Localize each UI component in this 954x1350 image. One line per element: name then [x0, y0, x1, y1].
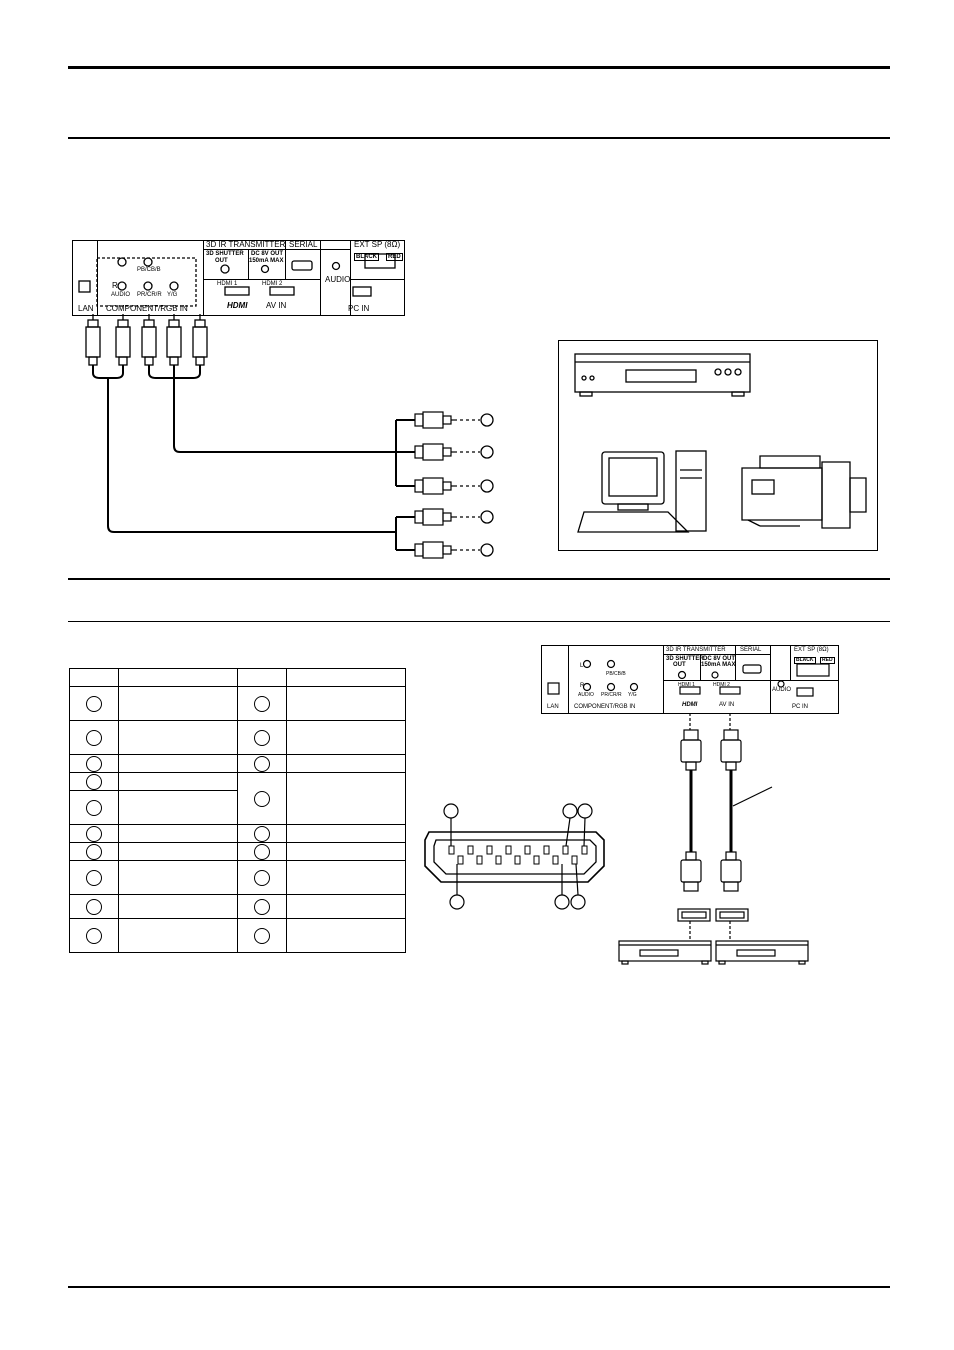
- r-label-2: R: [580, 683, 585, 689]
- serial-label-2: SERIAL: [740, 647, 762, 653]
- y-label-2: Y/G: [628, 692, 637, 698]
- pin-number-circle: [254, 825, 270, 842]
- section-rule-3: [68, 621, 890, 622]
- pin-number-circle: [86, 773, 102, 790]
- pin-number-circle: [254, 898, 270, 915]
- source-devices-box: [558, 340, 878, 551]
- pin-number-circle: [86, 843, 102, 860]
- table-row: [69, 754, 406, 773]
- pr-label: PR/CR/R: [137, 292, 162, 298]
- serial-label: SERIAL: [289, 240, 318, 249]
- hdmi2-label: HDMI 2: [262, 281, 283, 287]
- pin-number-circle: [86, 825, 102, 842]
- table-row: [69, 686, 406, 721]
- dc-out-label: DC 8V OUT: [251, 251, 284, 257]
- ext-sp-label: EXT SP (8Ω): [354, 240, 401, 249]
- audio-small-label: AUDIO: [111, 292, 131, 298]
- component-label: COMPONENT/RGB IN: [106, 304, 188, 313]
- table-row: [69, 842, 406, 861]
- l-label-2: L: [580, 663, 584, 669]
- pin-number-circle: [86, 755, 102, 772]
- ir-transmitter-label: 3D IR TRANSMITTER: [206, 240, 286, 249]
- pin-number-circle: [86, 729, 102, 746]
- y-label: Y/G: [167, 292, 178, 298]
- hdmi-logo: HDMI: [227, 301, 248, 310]
- table-row: [69, 720, 406, 755]
- pin-number-circle: [254, 695, 270, 712]
- audio-small-label-2: AUDIO: [578, 692, 594, 698]
- pin-assignment-table: [69, 668, 406, 953]
- dc-out-label-b2: 150mA MAX: [701, 662, 736, 668]
- pin-number-circle: [86, 799, 102, 816]
- ext-sp-label-2: EXT SP (8Ω): [794, 647, 829, 653]
- audio-label: AUDIO: [325, 275, 351, 284]
- pin-number-circle: [86, 869, 102, 886]
- hdmi2-label-2: HDMI 2: [713, 682, 730, 688]
- pin-number-circle: [254, 869, 270, 886]
- pin-number-circle: [254, 790, 270, 807]
- component-label-2: COMPONENT/RGB IN: [574, 704, 636, 710]
- pin-number-circle: [254, 755, 270, 772]
- ir-transmitter-label-2: 3D IR TRANSMITTER: [666, 647, 726, 653]
- pb-label-2: PB/CB/B: [606, 671, 626, 677]
- pr-label-2: PR/CR/R: [601, 692, 622, 698]
- pin-number-circle: [86, 695, 102, 712]
- pin-number-circle: [254, 843, 270, 860]
- shutter-out-label: 3D SHUTTER: [206, 251, 244, 257]
- table-row: [69, 824, 406, 843]
- bottom-rule: [68, 1286, 890, 1288]
- pc-in-label-2: PC IN: [792, 704, 809, 710]
- top-rule: [68, 66, 890, 69]
- red-label-2: RED: [820, 657, 835, 664]
- table-row: [69, 918, 406, 953]
- hdmi1-label: HDMI 1: [217, 281, 238, 287]
- dc-out-label-b: DC 8V OUT: [703, 656, 736, 662]
- table-row: [69, 790, 406, 825]
- pin-number-circle: [254, 927, 270, 944]
- shutter-out-label-2: OUT: [215, 258, 228, 264]
- audio-label-2: AUDIO: [772, 687, 792, 693]
- terminal-panel-bottom: 3D IR TRANSMITTER SERIAL EXT SP (8Ω) 3D …: [541, 645, 839, 714]
- terminal-panel-top: 3D IR TRANSMITTER SERIAL EXT SP (8Ω) 3D …: [72, 240, 405, 316]
- r-label: R: [112, 281, 118, 290]
- shutter-out-label-b2: OUT: [673, 662, 686, 668]
- section-rule-1: [68, 137, 890, 139]
- black-label-2: BLACK: [794, 657, 816, 664]
- dc-out-label-2: 150mA MAX: [249, 258, 284, 264]
- hdmi1-label-2: HDMI 1: [678, 682, 695, 688]
- hdmi-logo-2: HDMI: [682, 702, 698, 708]
- table-row: [69, 894, 406, 919]
- pin-number-circle: [86, 927, 102, 944]
- av-in-label-2: AV IN: [719, 702, 735, 708]
- av-in-label: AV IN: [266, 301, 287, 310]
- table-row: [69, 772, 406, 825]
- red-label: RED: [386, 253, 403, 261]
- pb-label: PB/CB/B: [137, 267, 161, 273]
- black-label: BLACK: [354, 253, 379, 261]
- pc-in-label: PC IN: [348, 304, 370, 313]
- table-row: [69, 860, 406, 895]
- lan-label-2: LAN: [547, 704, 559, 710]
- lan-label: LAN: [78, 304, 94, 313]
- pin-number-circle: [86, 898, 102, 915]
- pin-number-circle: [254, 729, 270, 746]
- section-rule-2: [68, 578, 890, 580]
- shutter-out-label-b: 3D SHUTTER: [666, 656, 704, 662]
- table-header-row: [69, 668, 406, 687]
